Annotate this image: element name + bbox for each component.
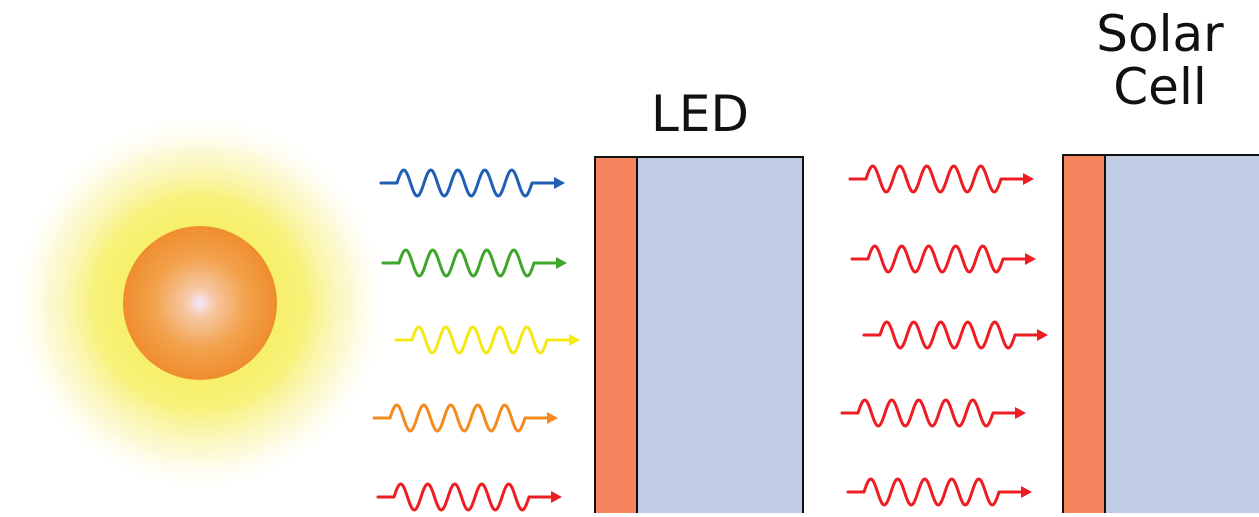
emitted-waves xyxy=(840,164,1048,507)
arrowhead xyxy=(1025,253,1036,265)
wave-line xyxy=(381,248,558,278)
arrowhead xyxy=(547,412,558,424)
wave-line xyxy=(840,398,1017,428)
led-label: LED xyxy=(651,85,749,143)
emitted-wave-red xyxy=(846,477,1032,507)
incoming-waves xyxy=(372,168,580,512)
arrowhead xyxy=(1037,329,1048,341)
solar-cell-device xyxy=(1062,154,1259,517)
led-device xyxy=(594,156,804,517)
incoming-wave-green xyxy=(381,248,567,278)
wave-line xyxy=(846,477,1023,507)
led-front-layer xyxy=(594,156,638,517)
wave-line xyxy=(376,482,553,512)
incoming-wave-red xyxy=(376,482,562,512)
arrowhead xyxy=(1021,486,1032,498)
arrowhead xyxy=(1015,407,1026,419)
wave-line xyxy=(394,325,571,355)
arrowhead xyxy=(551,491,562,503)
arrowhead xyxy=(554,177,565,189)
solar-cell-label-line2: Cell xyxy=(1113,57,1207,116)
incoming-wave-blue xyxy=(379,168,565,198)
solar-cell-front-layer xyxy=(1062,154,1106,517)
sun-core xyxy=(123,226,277,380)
solar-cell-label-line1: Solar xyxy=(1096,5,1224,63)
wave-line xyxy=(862,320,1039,350)
emitted-wave-red xyxy=(840,398,1026,428)
solar-cell-body xyxy=(1104,154,1259,517)
solar-cell-label: Solar Cell xyxy=(1060,8,1259,113)
wave-line xyxy=(379,168,556,198)
wave-line xyxy=(372,403,549,433)
wave-line xyxy=(850,244,1027,274)
wave-line xyxy=(848,164,1025,194)
emitted-wave-red xyxy=(848,164,1034,194)
incoming-wave-yellow xyxy=(394,325,580,355)
incoming-wave-orange xyxy=(372,403,558,433)
arrowhead xyxy=(1023,173,1034,185)
emitted-wave-red xyxy=(862,320,1048,350)
emitted-wave-red xyxy=(850,244,1036,274)
arrowhead xyxy=(569,334,580,346)
arrowhead xyxy=(556,257,567,269)
led-body xyxy=(636,156,804,517)
